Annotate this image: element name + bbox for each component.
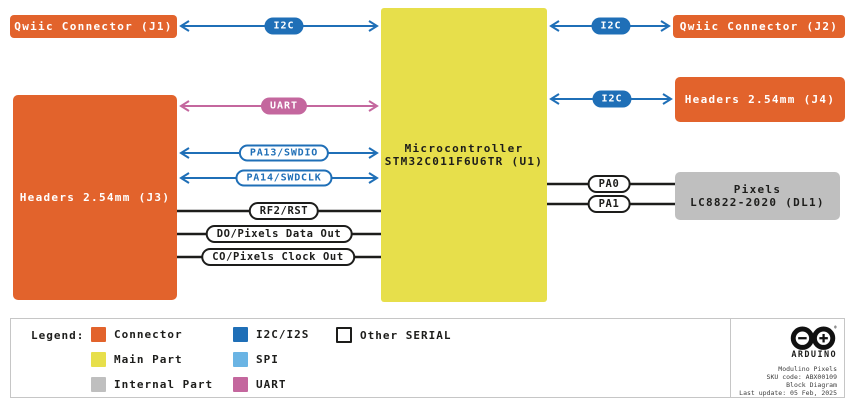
block-qwiic-connector-j1: Qwiic Connector (J1) [10, 15, 177, 38]
legend-item-other-serial: Other SERIAL [336, 327, 451, 343]
legend-divider [730, 319, 731, 397]
legend-label: Internal Part [114, 378, 214, 391]
block-label-line2: STM32C011F6U6TR (U1) [384, 155, 544, 168]
legend-item-spi: SPI [233, 352, 279, 367]
arduino-logo-icon: ® [790, 324, 837, 350]
legend-label: Connector [114, 328, 183, 341]
legend-chip-spi [233, 352, 248, 367]
legend-label: Main Part [114, 353, 183, 366]
pill-pixels-data-out: DO/Pixels Data Out [205, 225, 353, 243]
footer-sku: SKU code: ABX00109 [766, 373, 837, 381]
legend-chip-i2c-i2s [233, 327, 248, 342]
pill-pa1: PA1 [587, 195, 631, 213]
title-block: ® ARDUINO Modulino Pixels SKU code: ABX0… [729, 322, 837, 397]
legend-item-internal-part: Internal Part [91, 377, 213, 392]
block-headers-j4: Headers 2.54mm (J4) [675, 77, 845, 122]
footer-product: Modulino Pixels [778, 365, 837, 373]
block-headers-j3: Headers 2.54mm (J3) [13, 95, 177, 300]
legend-panel: Legend: Connector Main Part Internal Par… [10, 318, 845, 398]
pill-rf2-rst: RF2/RST [248, 202, 320, 220]
legend-item-i2c-i2s: I2C/I2S [233, 327, 309, 342]
pill-pa13-swdio: PA13/SWDIO [238, 144, 330, 162]
block-label: Qwiic Connector (J1) [14, 20, 173, 33]
block-pixels-dl1: Pixels LC8822-2020 (DL1) [675, 172, 840, 220]
pill-pa0: PA0 [587, 175, 631, 193]
pill-i2c-j2: I2C [591, 17, 631, 35]
block-label-line1: Pixels [733, 183, 782, 196]
pill-i2c-j1: I2C [264, 17, 304, 35]
legend-item-connector: Connector [91, 327, 183, 342]
svg-text:®: ® [834, 324, 837, 329]
pill-pixels-clock-out: CO/Pixels Clock Out [201, 248, 355, 266]
legend-item-main-part: Main Part [91, 352, 183, 367]
pill-uart: UART [260, 97, 308, 115]
footer-doc-type: Block Diagram [786, 381, 837, 389]
pill-pa14-swdclk: PA14/SWDCLK [235, 169, 333, 187]
block-label-line1: Microcontroller [404, 142, 524, 155]
block-qwiic-connector-j2: Qwiic Connector (J2) [673, 15, 845, 38]
legend-chip-internal-part [91, 377, 106, 392]
block-label: Headers 2.54mm (J3) [19, 191, 171, 204]
arduino-wordmark: ARDUINO [791, 350, 837, 360]
legend-label: SPI [256, 353, 279, 366]
block-microcontroller: Microcontroller STM32C011F6U6TR (U1) [381, 8, 547, 302]
legend-chip-main-part [91, 352, 106, 367]
block-label-line2: LC8822-2020 (DL1) [690, 196, 825, 209]
legend-chip-other-serial [336, 327, 352, 343]
footer-last-update: Last update: 05 Feb, 2025 [739, 389, 837, 397]
legend-label: UART [256, 378, 287, 391]
legend-chip-connector [91, 327, 106, 342]
legend-chip-uart [233, 377, 248, 392]
legend-item-uart: UART [233, 377, 287, 392]
pill-i2c-j4: I2C [592, 90, 632, 108]
legend-label: Other SERIAL [360, 328, 452, 342]
legend-label: I2C/I2S [256, 328, 310, 341]
legend-title: Legend: [31, 329, 85, 342]
block-label: Qwiic Connector (J2) [679, 20, 839, 33]
block-label: Headers 2.54mm (J4) [684, 93, 836, 106]
